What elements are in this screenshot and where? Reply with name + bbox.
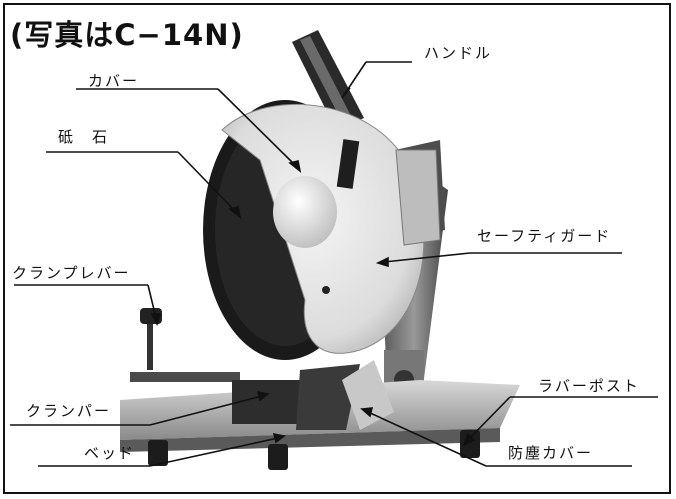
- page-title: (写真はC−14N): [10, 18, 244, 52]
- label-rubber-post: ラバーポスト: [538, 377, 640, 395]
- safety-guard-part: [395, 149, 441, 246]
- label-cover: カバー: [88, 72, 140, 90]
- label-clamper: クランパー: [26, 402, 112, 420]
- label-dust-cover: 防塵カバー: [508, 444, 594, 462]
- label-grindstone: 砥 石: [58, 128, 110, 146]
- leader-lines: [10, 61, 658, 467]
- wheel-cover: [221, 103, 425, 354]
- diagram-frame: [3, 3, 671, 494]
- label-handle: ハンドル: [424, 44, 493, 62]
- label-bed: ベッド: [84, 444, 136, 462]
- label-clamp-lever: クランプレバー: [12, 264, 131, 282]
- handle-part: [292, 30, 364, 130]
- label-safety-guard: セーフティガード: [477, 227, 612, 245]
- clamp-part: [130, 308, 394, 430]
